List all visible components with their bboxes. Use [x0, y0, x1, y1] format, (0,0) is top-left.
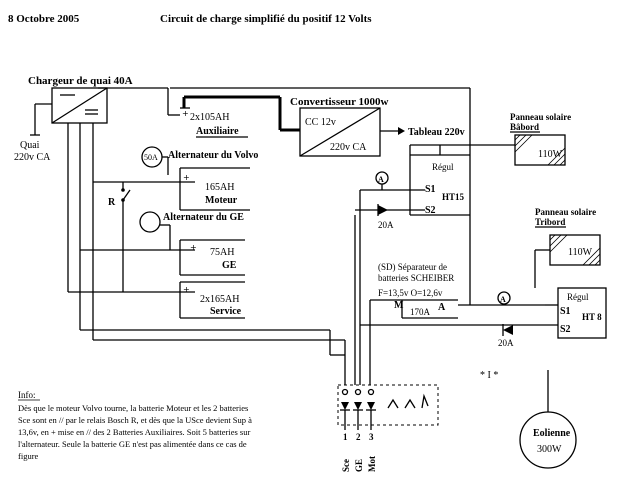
solar-front-title2: Bâbord — [510, 122, 539, 132]
regulator-1-title: Régul — [432, 162, 454, 172]
mains-label-line2: 220v CA — [14, 152, 51, 163]
regulator-2-s2: S2 — [560, 324, 571, 335]
ge-battery-name: GE — [222, 260, 237, 271]
svg-text:+: + — [183, 173, 190, 182]
regulator-2: Régul S1 HT 8 S2 — [557, 287, 607, 339]
ammeter-2: A — [497, 291, 511, 305]
ammeter-1-label: A — [378, 175, 384, 184]
info-line-4: l'alternateur. Seule la batterie GE n'es… — [18, 439, 247, 449]
mains-label-line1: Quai — [20, 140, 40, 151]
svg-text:+: + — [190, 243, 197, 252]
solar-right-title2: Tribord — [535, 217, 565, 227]
switch-num-3: 3 — [369, 432, 374, 442]
service-battery-capacity: 2x165AH — [200, 294, 239, 305]
charger-label: Chargeur de quai 40A — [28, 75, 133, 87]
volvo-alt-label: Alternateur du Volvo — [168, 150, 258, 161]
info-line-3: 13,6v, en + mise en // des 2 Batteries A… — [18, 427, 250, 437]
converter-title: Convertisseur 1000w — [290, 96, 389, 108]
aux-battery-capacity: 2x105AH — [190, 112, 229, 123]
converter-output: 220v CA — [330, 142, 367, 153]
solar-front-power: 110W — [538, 149, 563, 160]
inverter-box: CC 12v 220v CA — [299, 107, 381, 157]
regulator-1-s1: S1 — [425, 184, 436, 195]
wind-name: Eolienne — [533, 428, 571, 439]
diagram-title: Circuit de charge simplifié du positif 1… — [160, 13, 372, 25]
separator-rating: 170A — [410, 307, 431, 317]
solar-right-power: 110W — [568, 247, 593, 258]
solar-panel-front: 110W — [514, 134, 566, 166]
converter-input: CC 12v — [305, 117, 336, 128]
ammeter-1: A — [375, 171, 389, 185]
engine-battery: + 165AH Moteur — [179, 167, 250, 211]
info-heading: Info: — [18, 390, 36, 400]
svg-text:+: + — [182, 109, 189, 118]
volvo-alternator: 50A — [141, 146, 163, 168]
diode-1-rating: 20A — [378, 220, 394, 230]
ammeter-2-label: A — [500, 295, 506, 304]
info-line-2: Sce sont en // par le relais Bosch R, et… — [18, 415, 252, 425]
relay-label: R — [108, 197, 116, 208]
regulator-2-s1: S1 — [560, 306, 571, 317]
diode-2 — [502, 324, 513, 336]
date-label: 8 Octobre 2005 — [8, 13, 80, 25]
relay-switch — [121, 182, 131, 290]
ge-alt-label: Alternateur du GE — [163, 212, 244, 223]
switch-label-ge: GE — [354, 459, 364, 472]
separator-line2: batteries SCHEIBER — [378, 273, 454, 283]
info-line-5: figure — [18, 451, 39, 461]
ge-battery: + 75AH GE — [179, 239, 245, 276]
switch-label-sce: Sce — [341, 459, 351, 472]
solar-panel-right: 110W — [549, 234, 601, 266]
solar-front-title1: Panneau solaire — [510, 112, 571, 122]
shore-charger — [51, 87, 108, 124]
switch-panel — [340, 388, 429, 411]
separator-line1: (SD) Séparateur de — [378, 262, 447, 272]
solar-right-title1: Panneau solaire — [535, 207, 596, 217]
regulator-1-s2: S2 — [425, 205, 436, 216]
ac-panel-label: Tableau 220v — [408, 127, 465, 138]
regulator-1-model: HT15 — [442, 192, 465, 202]
switch-star: * I * — [480, 370, 498, 381]
regulator-2-model: HT 8 — [582, 312, 602, 322]
regulator-2-title: Régul — [567, 292, 589, 302]
volvo-alt-rating: 50A — [144, 153, 158, 162]
switch-panel-frame — [337, 384, 439, 426]
switch-num-2: 2 — [356, 432, 361, 442]
separator-m: M — [394, 300, 404, 311]
diode-2-rating: 20A — [498, 338, 514, 348]
ge-battery-capacity: 75AH — [210, 247, 234, 258]
separator-a: A — [438, 302, 446, 313]
info-line-1: Dès que le moteur Volvo tourne, la batte… — [18, 403, 248, 413]
service-battery: + 2x165AH Service — [179, 281, 245, 319]
wind-power: 300W — [537, 444, 562, 455]
switch-num-1: 1 — [343, 432, 348, 442]
battery-separator: M A 170A — [394, 299, 458, 319]
aux-battery: + 2x105AH Auxiliaire — [168, 95, 280, 138]
wind-turbine: Eolienne 300W — [519, 411, 577, 469]
aux-battery-name: Auxiliaire — [196, 126, 239, 137]
engine-battery-capacity: 165AH — [205, 182, 234, 193]
separator-line3: F=13,5v O=12,6v — [378, 288, 443, 298]
regulator-1: Régul S1 HT15 S2 — [409, 154, 470, 216]
svg-text:+: + — [183, 285, 190, 294]
service-battery-name: Service — [210, 306, 242, 317]
ge-alternator — [139, 211, 161, 233]
switch-label-mot: Mot — [367, 456, 377, 472]
engine-battery-name: Moteur — [205, 195, 238, 206]
